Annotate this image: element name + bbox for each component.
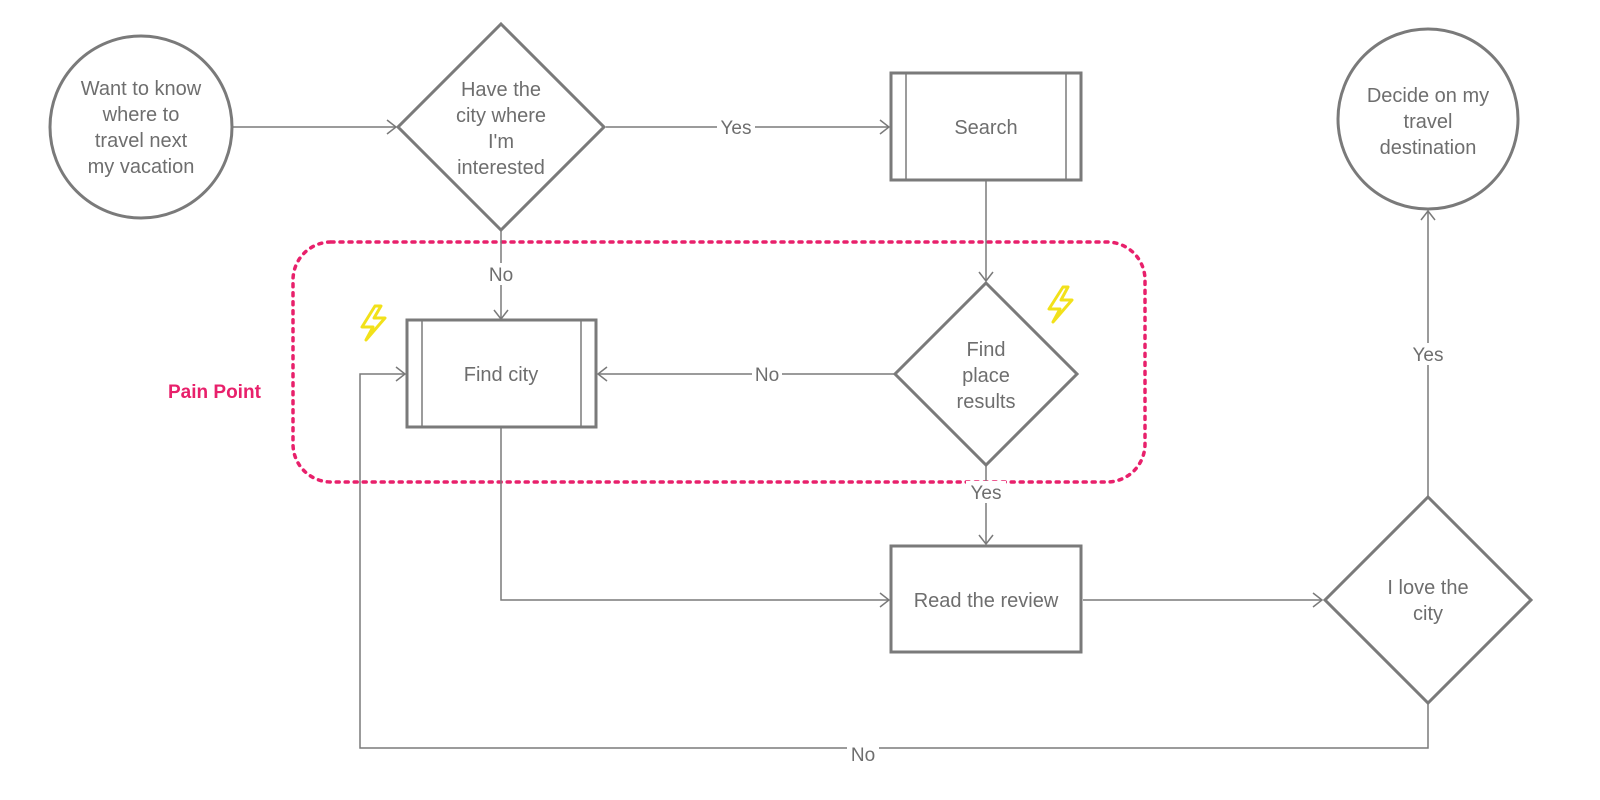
svg-text:travel next: travel next (95, 130, 188, 152)
end-node: Decide on my travel destination (1336, 27, 1520, 211)
svg-text:destination: destination (1380, 137, 1477, 159)
svg-text:No: No (851, 745, 875, 766)
svg-text:Find city: Find city (464, 364, 538, 386)
edge-label-no: No (752, 363, 782, 386)
svg-text:interested: interested (457, 157, 545, 179)
edge-label-no: No (847, 742, 879, 766)
start-node: Want to know where to travel next my vac… (48, 34, 234, 220)
arrowhead (1312, 592, 1324, 608)
arrowhead (879, 592, 891, 608)
svg-text:Decide on my: Decide on my (1367, 85, 1489, 107)
edge-label-yes: Yes (717, 116, 755, 139)
lightning-icon (360, 304, 387, 342)
svg-text:Search: Search (954, 117, 1017, 139)
svg-text:Have the: Have the (461, 79, 541, 101)
find-city-process: Find city (405, 318, 598, 429)
arrowhead (879, 119, 891, 135)
lightning-icon (1047, 285, 1074, 324)
arrowhead (1420, 209, 1436, 221)
edge-label-yes: Yes (966, 481, 1006, 504)
svg-text:I'm: I'm (488, 131, 514, 153)
svg-text:No: No (489, 265, 513, 286)
arrowhead (395, 366, 407, 382)
svg-text:my vacation: my vacation (88, 156, 195, 178)
pain-point-region (291, 240, 1147, 484)
svg-text:No: No (755, 365, 779, 386)
svg-text:Yes: Yes (1413, 345, 1444, 366)
svg-text:Yes: Yes (971, 483, 1002, 504)
connector-no-loop (359, 373, 1429, 749)
find-place-decision: Find place results (892, 280, 1080, 468)
svg-text:Yes: Yes (721, 118, 752, 139)
have-city-decision: Have the city where I'm interested (395, 21, 607, 233)
love-city-decision: I love the city (1322, 494, 1534, 706)
arrowhead (978, 534, 994, 546)
arrowhead (596, 366, 608, 382)
read-review-step: Read the review (889, 544, 1083, 654)
svg-text:Want to know: Want to know (81, 78, 202, 100)
svg-text:Read the review: Read the review (914, 590, 1059, 612)
svg-text:results: results (957, 391, 1016, 413)
svg-text:I love the: I love the (1387, 577, 1468, 599)
search-process: Search (889, 71, 1083, 182)
edge-label-no: No (486, 263, 516, 286)
edge-label-yes: Yes (1408, 343, 1448, 366)
pain-point-label: Pain Point (168, 382, 262, 403)
svg-text:city: city (1413, 603, 1443, 625)
connector-find-city-to-review (500, 428, 889, 601)
svg-text:where to: where to (102, 104, 180, 126)
svg-text:travel: travel (1404, 111, 1453, 133)
svg-text:place: place (962, 365, 1010, 387)
svg-text:city where: city where (456, 105, 546, 127)
svg-text:Find: Find (967, 339, 1006, 361)
